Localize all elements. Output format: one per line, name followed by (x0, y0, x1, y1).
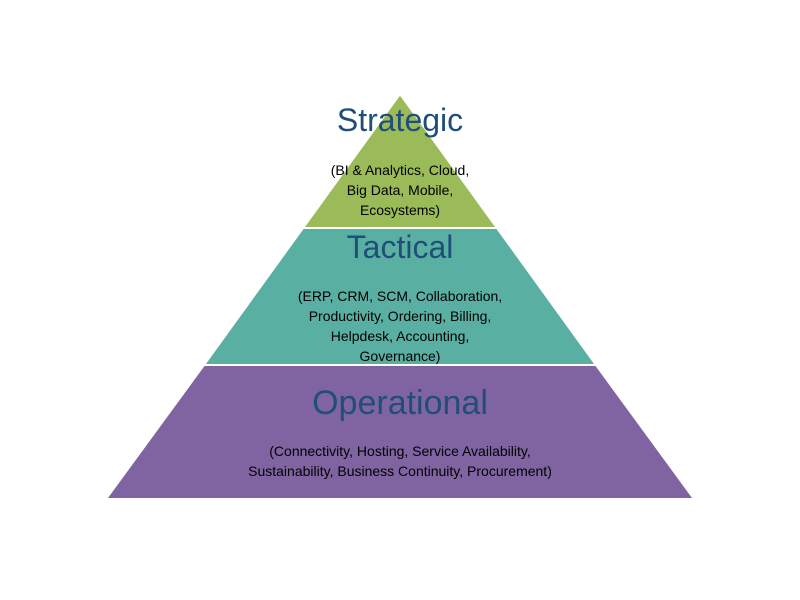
operational-description-line: Sustainability, Business Continuity, Pro… (248, 463, 552, 479)
operational-tier (104, 364, 696, 500)
tactical-description-line: Helpdesk, Accounting, (330, 328, 470, 344)
strategic-title: Strategic (336, 102, 464, 138)
strategic-description: (BI & Analytics, Cloud, Big Data, Mobile… (250, 160, 550, 220)
strategic-description-line: (BI & Analytics, Cloud, (330, 162, 470, 178)
tactical-description: (ERP, CRM, SCM, Collaboration, Productiv… (200, 286, 600, 366)
strategic-description-line: Big Data, Mobile, (346, 182, 454, 198)
tactical-description-line: Productivity, Ordering, Billing, (308, 308, 492, 324)
tactical-description-line: Governance) (359, 348, 441, 364)
operational-description-line: (Connectivity, Hosting, Service Availabi… (269, 443, 531, 459)
operational-description: (Connectivity, Hosting, Service Availabi… (150, 441, 650, 481)
operational-title: Operational (312, 384, 488, 422)
tactical-title: Tactical (346, 229, 454, 265)
strategic-description-line: Ecosystems) (359, 202, 441, 218)
tactical-description-line: (ERP, CRM, SCM, Collaboration, (297, 288, 503, 304)
